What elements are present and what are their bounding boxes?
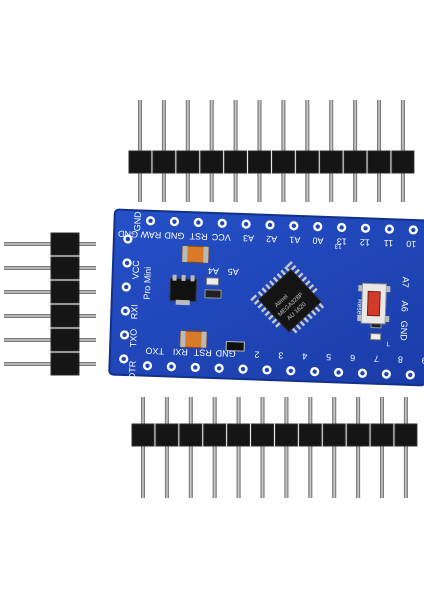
top-header-pin [343, 100, 367, 202]
left-row-labels: GND VCC RXI TXO DTR [127, 211, 143, 380]
bottom-label: 5 [326, 352, 331, 362]
top-header-pin [391, 100, 415, 202]
label-a6: A6 [400, 301, 410, 312]
bottom-header-pin [370, 397, 394, 498]
left-column-holes [119, 234, 133, 364]
top-header-pin [248, 100, 271, 202]
bottom-label: 7 [374, 354, 379, 364]
top-label: 12 [360, 237, 370, 247]
left-header-pin [4, 256, 96, 280]
top-row-holes [145, 216, 418, 235]
reset-button [357, 282, 391, 325]
top-header-pin [224, 100, 248, 202]
left-pin-header [4, 232, 96, 376]
label-a4: A4 [208, 266, 219, 276]
bottom-label: 2 [254, 349, 259, 359]
top-label: GND [164, 230, 185, 241]
bottom-header-pin [251, 397, 274, 498]
left-label: VCC [131, 260, 142, 280]
left-header-pin [4, 304, 96, 328]
top-pin-header [128, 100, 415, 202]
bottom-label: RXI [173, 347, 188, 358]
bottom-header-pin [179, 397, 203, 498]
top-label: VCC [211, 232, 231, 243]
label-reset: Reset [355, 299, 363, 316]
bottom-header-pin [203, 397, 227, 498]
top-header-pin [367, 100, 391, 202]
bottom-header-pin [155, 397, 179, 498]
bottom-header-pin [274, 397, 298, 498]
top-header-pin [200, 100, 224, 202]
top-header-pin [295, 100, 319, 202]
bottom-header-pin [131, 397, 155, 498]
bottom-label: 4 [302, 351, 307, 361]
top-header-pin [271, 100, 295, 202]
bottom-label: 6 [350, 353, 355, 363]
top-label: A0 [312, 235, 323, 245]
bottom-header-pin [298, 397, 322, 498]
bottom-label: GND [215, 348, 236, 359]
label-led: L [386, 341, 390, 348]
top-label: A3 [243, 233, 254, 243]
left-header-pin [4, 280, 96, 304]
top-label: RST [189, 231, 208, 242]
bottom-label: 8 [398, 355, 403, 365]
top-label: A2 [266, 234, 277, 244]
top-header-pin [176, 100, 200, 202]
atmega328p-chip: Atmel MEGA328P AU 1620 [250, 261, 325, 334]
bottom-pin-header [131, 397, 418, 498]
bottom-label: RST [193, 347, 212, 358]
smd-diode [225, 340, 245, 352]
left-label: TXO [128, 329, 139, 348]
bottom-header-pin [394, 397, 418, 498]
top-label: 11 [384, 238, 394, 248]
bottom-header-pin [322, 397, 346, 498]
top-label: GND [117, 229, 138, 240]
left-header-pin [4, 232, 96, 256]
label-a7: A7 [400, 277, 410, 288]
top-label: RAW [140, 229, 162, 240]
board-name-label: Pro Mini [142, 267, 153, 300]
top-header-pin [128, 100, 152, 202]
bottom-header-pin [346, 397, 370, 498]
label-pin13-small: 13 [334, 242, 342, 249]
bottom-label: 3 [278, 350, 283, 360]
top-label: 13 [337, 236, 347, 246]
top-label: A1 [289, 235, 300, 245]
bottom-header-pin [227, 397, 251, 498]
smd-resistor [204, 289, 222, 299]
left-label: RXI [129, 304, 140, 319]
left-header-pin [4, 352, 96, 376]
label-a5: A5 [228, 267, 239, 277]
top-header-pin [319, 100, 343, 202]
bottom-label: TXO [145, 346, 164, 357]
label-gnd-right: GND [399, 321, 410, 342]
top-label: 10 [406, 239, 416, 249]
left-header-pin [4, 328, 96, 352]
left-label: DTR [127, 360, 138, 379]
bottom-row-holes [142, 361, 415, 380]
bottom-label: 9 [422, 355, 424, 365]
top-header-pin [152, 100, 176, 202]
voltage-regulator [169, 274, 198, 306]
left-label: GND [132, 211, 143, 232]
smd-led [205, 277, 220, 286]
